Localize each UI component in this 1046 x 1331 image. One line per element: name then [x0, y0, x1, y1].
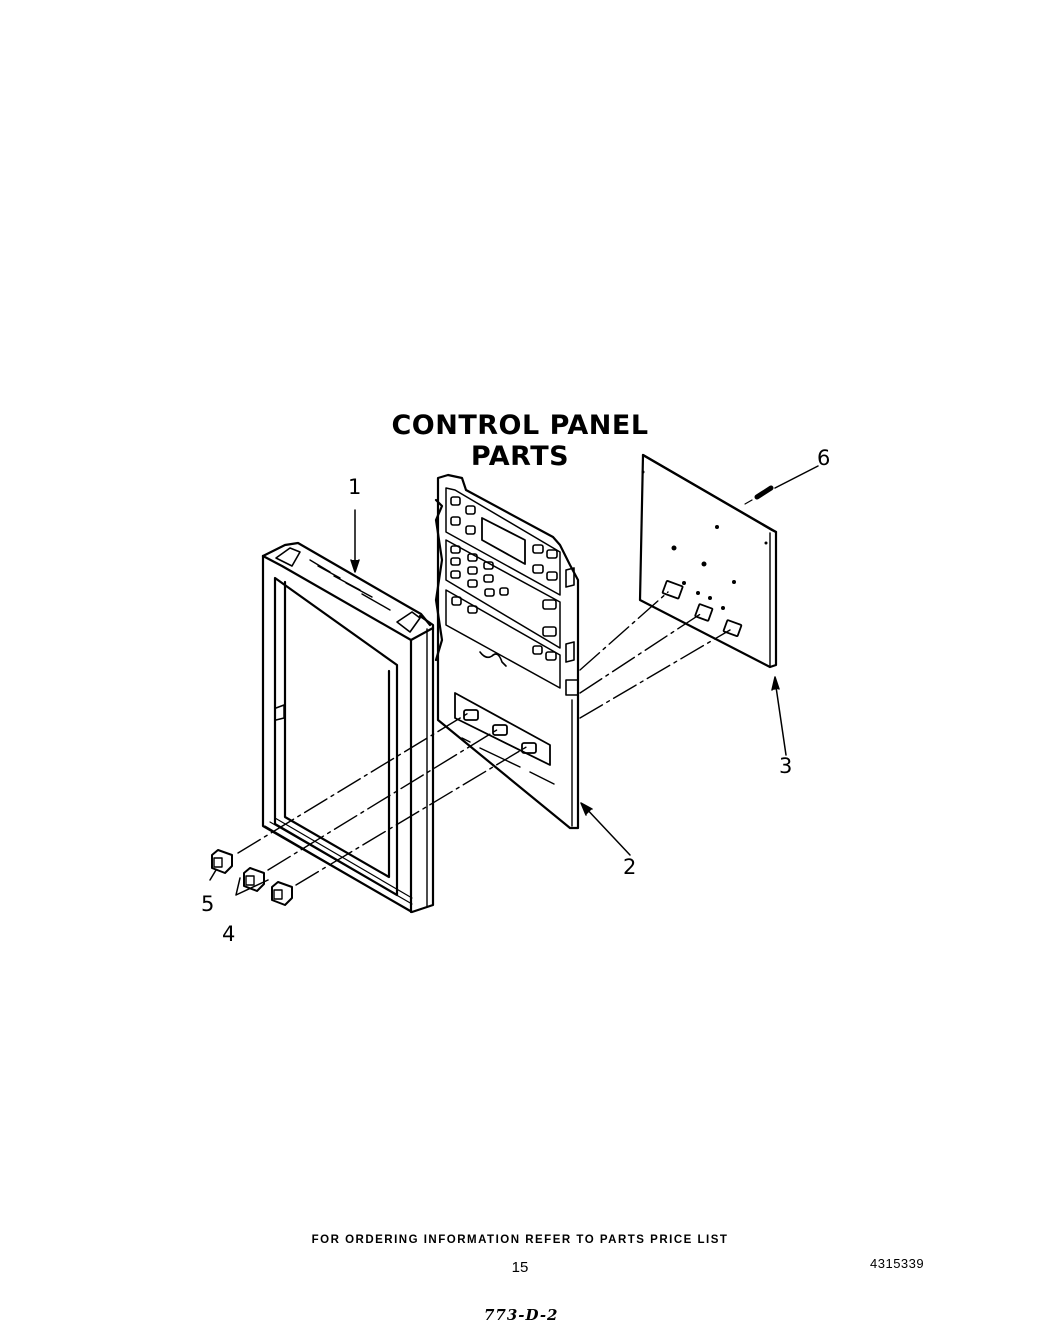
handwritten-code: 773-D-2	[484, 1306, 559, 1324]
callout-3: 3	[779, 754, 793, 778]
screw-part	[744, 485, 774, 505]
callout-1: 1	[348, 475, 362, 499]
diagram-title: CONTROL PANEL PARTS	[391, 410, 649, 472]
circuit-board-part	[638, 453, 778, 669]
callout-5: 5	[201, 892, 215, 916]
callout-4: 4	[222, 922, 236, 946]
document-number: 4315339	[870, 1256, 925, 1271]
control-panel-part	[434, 473, 580, 830]
callout-2: 2	[623, 855, 637, 879]
frame-part	[261, 541, 435, 914]
button-parts	[211, 849, 293, 906]
ordering-info-note: FOR ORDERING INFORMATION REFER TO PARTS …	[311, 1234, 729, 1246]
page-number: 15	[511, 1259, 529, 1276]
assembly-lines	[237, 591, 731, 886]
callout-6: 6	[817, 446, 831, 470]
leader-lines	[209, 465, 819, 896]
